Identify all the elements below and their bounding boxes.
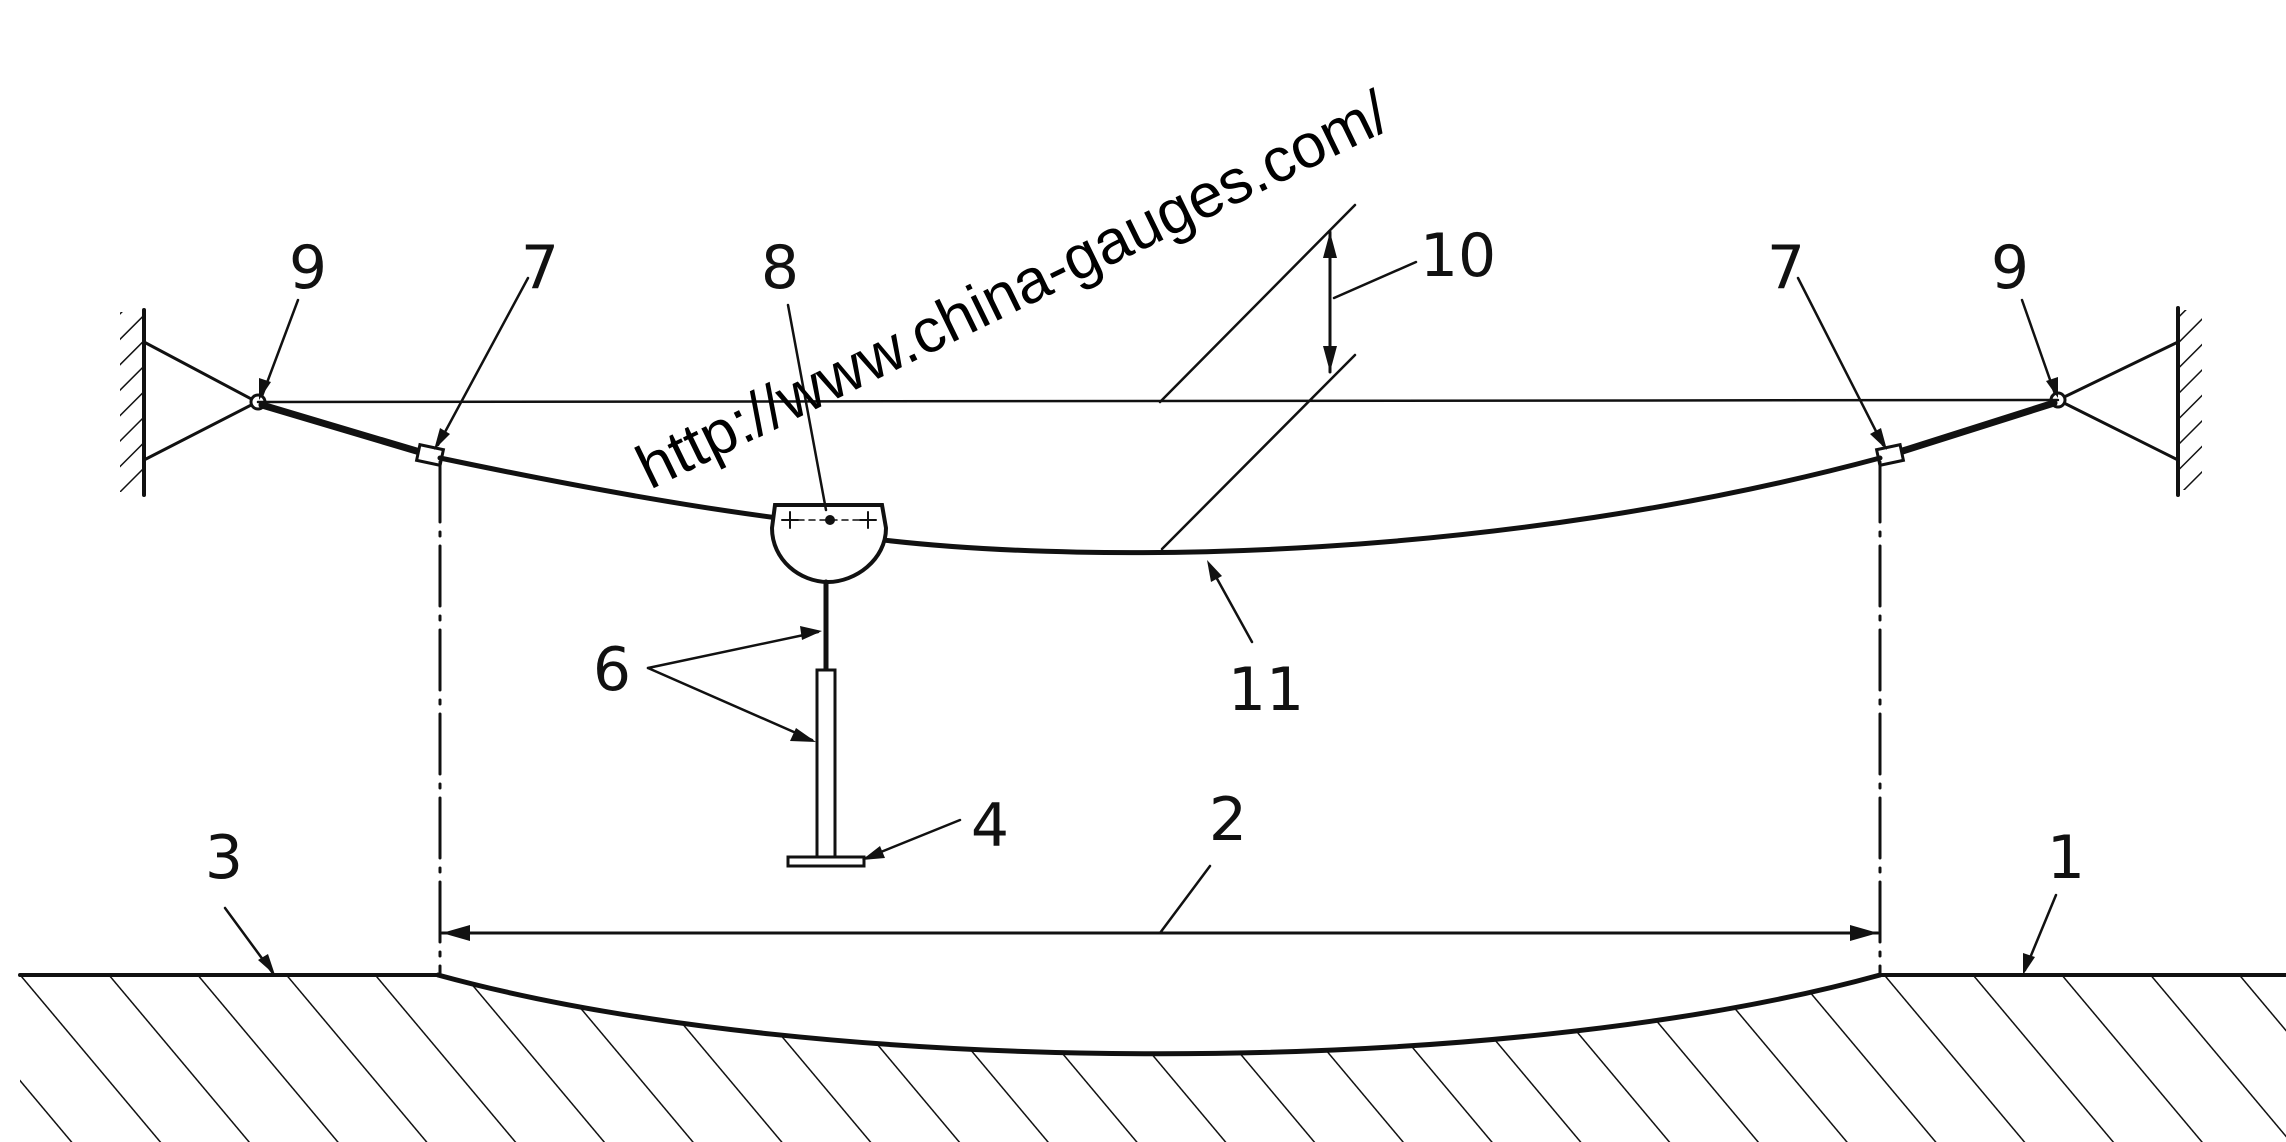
ground-depression (435, 972, 1883, 1057)
tension-rod-left (258, 401, 434, 459)
carriage (769, 503, 889, 585)
label-anchor-left: 9 (289, 233, 327, 303)
left-wall-hatching (120, 312, 142, 492)
left-wall (120, 308, 146, 497)
label-clamp-left: 7 (521, 233, 559, 303)
probe-foot (786, 855, 866, 868)
leaders (223, 260, 2058, 975)
label-ground-left: 3 (205, 823, 243, 893)
tension-rod-right (1886, 399, 2058, 459)
label-ground-right: 1 (2047, 823, 2085, 893)
label-probe: 6 (593, 635, 631, 705)
right-wall-hatching (2180, 310, 2202, 490)
probe (786, 579, 866, 868)
ground (18, 972, 2286, 1142)
label-carriage: 8 (761, 233, 799, 303)
deflection-dimension (1158, 203, 1357, 551)
probe-sleeve (815, 668, 837, 867)
label-deflection: 10 (1420, 221, 1496, 291)
cord-right-segment (880, 455, 1883, 556)
watermark-text: http://www.china-gauges.com/ (626, 78, 1400, 503)
anchor-right (2049, 340, 2180, 462)
label-cord: 11 (1228, 655, 1304, 725)
ground-hatching (20, 975, 2286, 1142)
cord-left-segment (437, 455, 781, 521)
label-span: 2 (1209, 785, 1247, 855)
right-wall (2176, 306, 2202, 497)
anchor-left (142, 340, 267, 462)
label-anchor-right: 9 (1991, 233, 2029, 303)
label-foot: 4 (971, 791, 1009, 861)
label-clamp-right: 7 (1767, 233, 1805, 303)
reference-line (256, 398, 2060, 404)
carriage-center-dot (825, 515, 835, 525)
